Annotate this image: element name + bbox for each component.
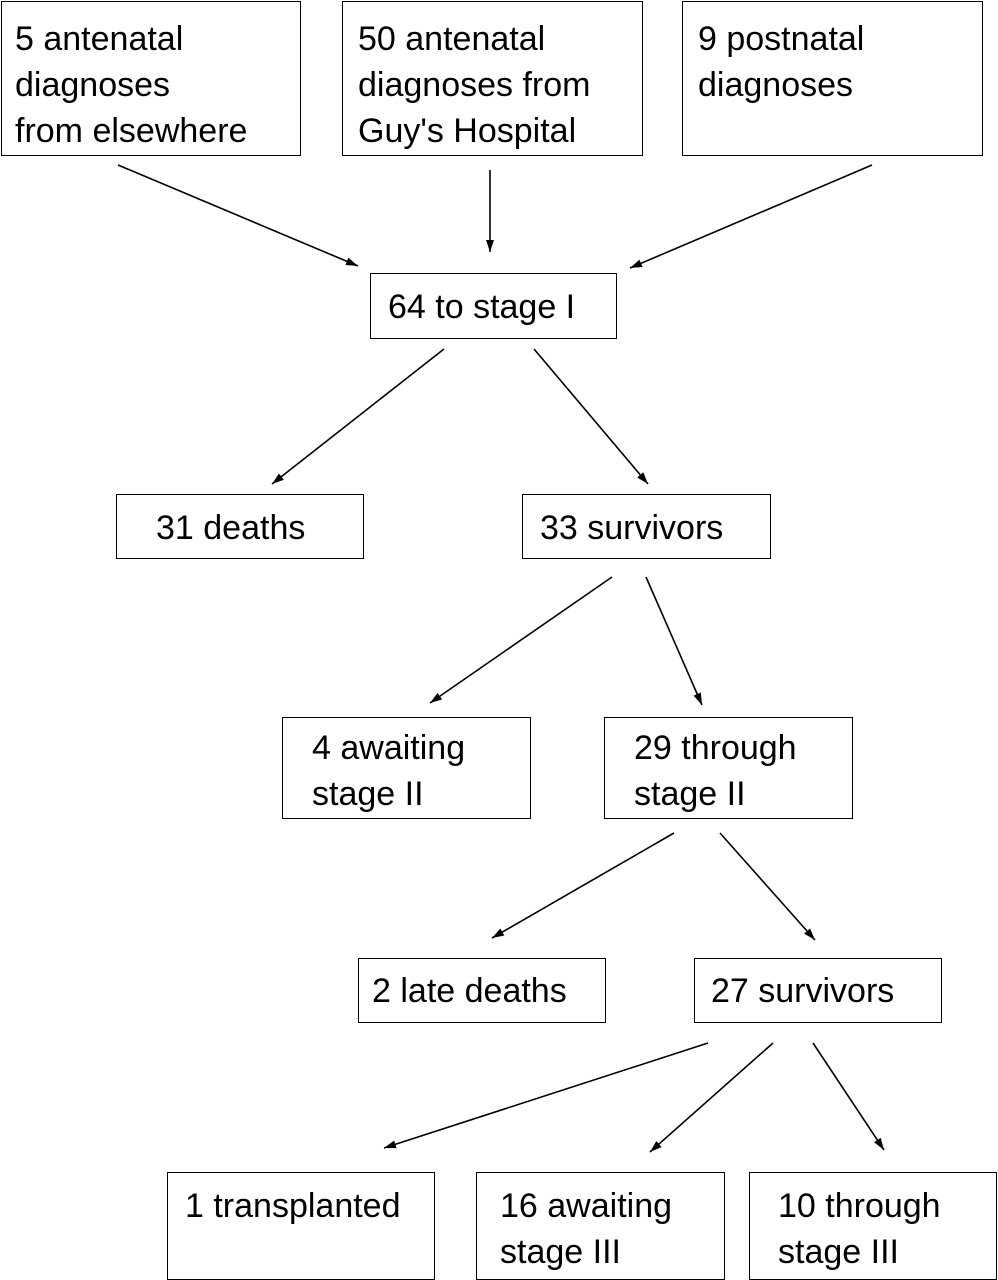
node-label: 27 survivors bbox=[711, 972, 895, 1010]
node-through-stage3: 10 through stage III bbox=[749, 1172, 997, 1280]
node-label: 4 awaiting stage II bbox=[312, 729, 466, 813]
arrow-stage1-to-deaths bbox=[271, 348, 445, 485]
node-label: 29 through stage II bbox=[634, 729, 797, 813]
node-antenatal-elsewhere: 5 antenatal diagnoses from elsewhere bbox=[1, 1, 301, 156]
node-label: 31 deaths bbox=[156, 509, 306, 547]
arrow-elsewhere-to-stage1 bbox=[117, 164, 359, 267]
arrow-postnatal-to-stage1 bbox=[629, 164, 873, 269]
node-through-stage2: 29 through stage II bbox=[604, 717, 853, 819]
node-label: 10 through stage III bbox=[778, 1187, 941, 1271]
node-transplanted: 1 transplanted bbox=[167, 1172, 435, 1280]
arrow-survivors-to-through2 bbox=[645, 576, 703, 706]
node-late-deaths: 2 late deaths bbox=[358, 958, 606, 1023]
node-awaiting-stage2: 4 awaiting stage II bbox=[282, 717, 531, 819]
node-label: 64 to stage I bbox=[388, 288, 576, 326]
node-stage1: 64 to stage I bbox=[370, 273, 617, 339]
node-survivors-1: 33 survivors bbox=[522, 494, 771, 559]
node-label: 5 antenatal diagnoses from elsewhere bbox=[15, 20, 248, 150]
arrow-survivors2-to-transplanted bbox=[383, 1042, 709, 1149]
arrow-through2-to-survivors2 bbox=[719, 832, 816, 941]
node-awaiting-stage3: 16 awaiting stage III bbox=[476, 1172, 725, 1280]
arrow-survivors2-to-awaiting3 bbox=[649, 1042, 774, 1153]
node-antenatal-guys: 50 antenatal diagnoses from Guy's Hospit… bbox=[342, 1, 643, 156]
node-label: 1 transplanted bbox=[185, 1187, 401, 1225]
node-survivors-2: 27 survivors bbox=[694, 958, 942, 1023]
arrow-survivors2-to-through3 bbox=[812, 1042, 885, 1151]
arrow-stage1-to-survivors bbox=[533, 348, 649, 485]
node-deaths: 31 deaths bbox=[116, 494, 364, 559]
node-label: 33 survivors bbox=[540, 509, 724, 547]
arrow-through2-to-late-deaths bbox=[491, 832, 675, 939]
node-postnatal: 9 postnatal diagnoses bbox=[682, 1, 983, 156]
node-label: 9 postnatal diagnoses bbox=[698, 20, 865, 104]
node-label: 16 awaiting stage III bbox=[500, 1187, 673, 1271]
node-label: 2 late deaths bbox=[372, 972, 567, 1010]
arrow-survivors-to-awaiting2 bbox=[429, 576, 613, 704]
node-label: 50 antenatal diagnoses from Guy's Hospit… bbox=[358, 20, 591, 150]
